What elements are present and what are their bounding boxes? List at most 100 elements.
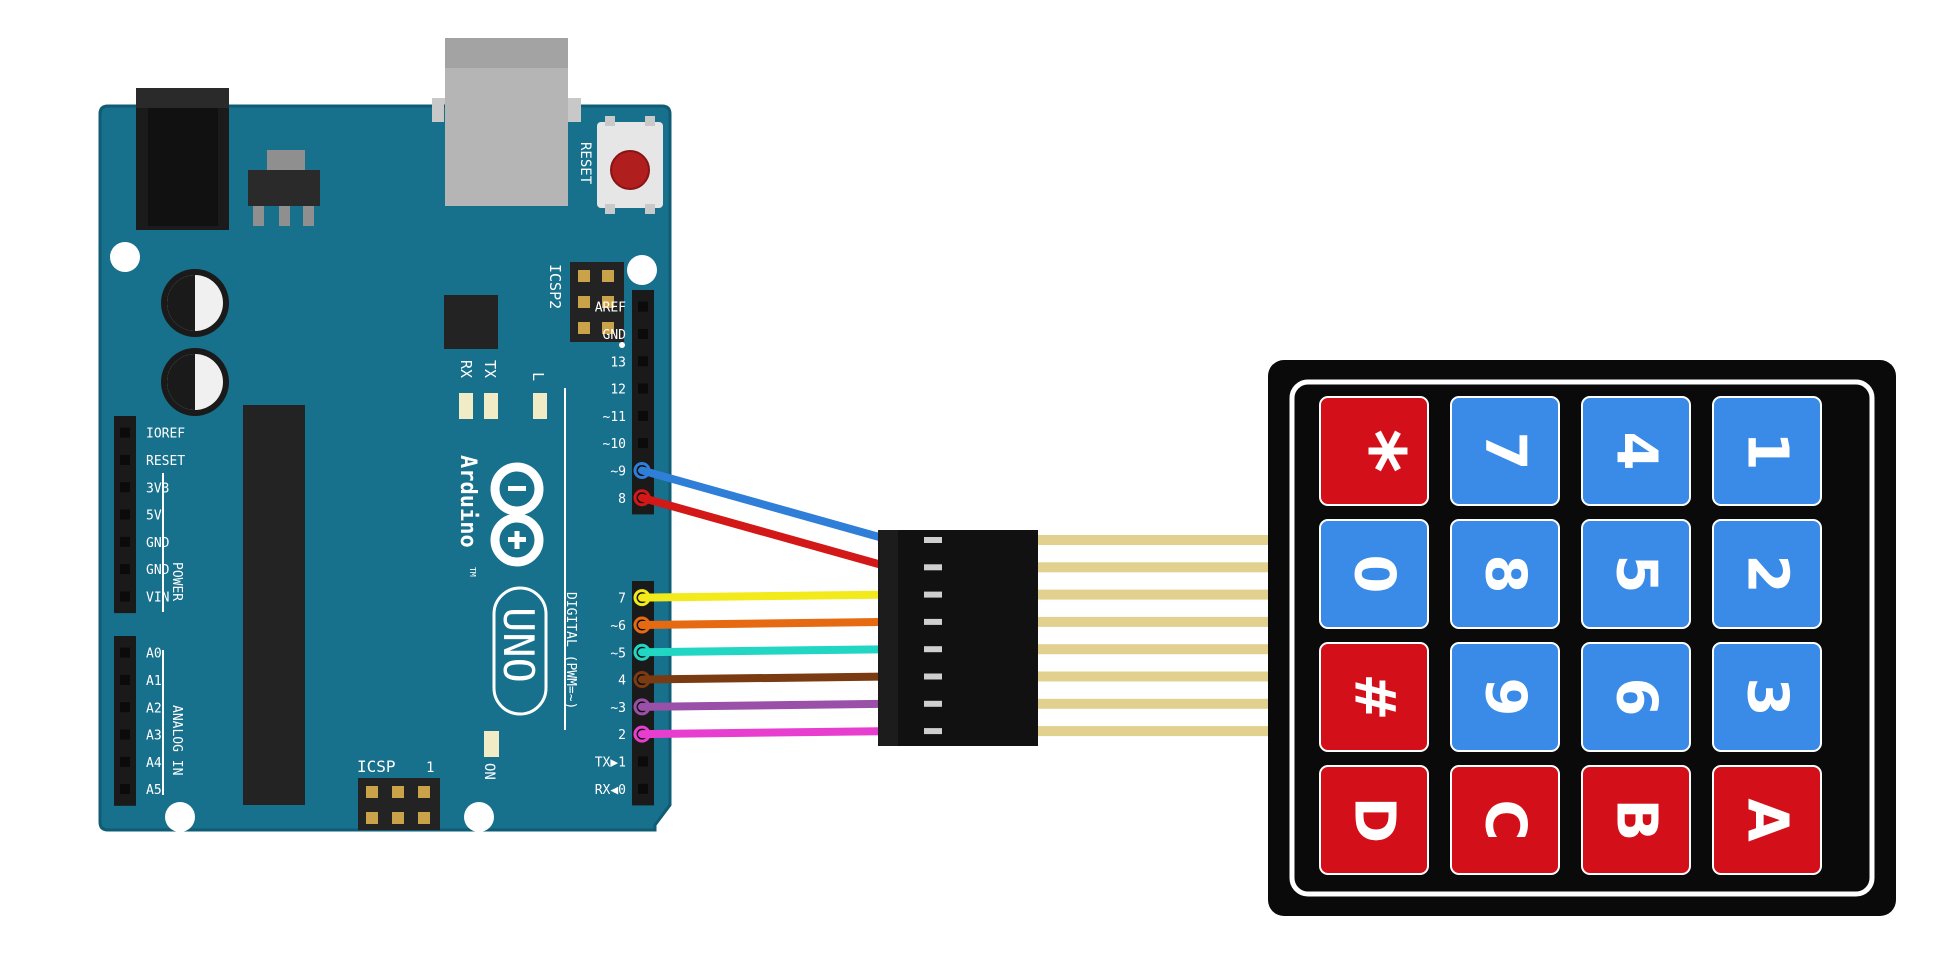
keypad-key[interactable]: 3: [1712, 642, 1822, 752]
pin-label: A0: [146, 647, 162, 662]
pin-label: A4: [146, 756, 162, 771]
keypad-key[interactable]: 9: [1450, 642, 1560, 752]
keypad-key-label: 8: [1473, 555, 1538, 594]
arduino-logo: [490, 462, 544, 567]
jumper-wire: [638, 466, 894, 544]
header-pin: [120, 536, 130, 547]
keypad-key-label: 2: [1735, 555, 1800, 594]
l-label: L: [529, 372, 547, 381]
keypad-key-label: *: [1325, 429, 1423, 473]
l-led: [533, 393, 547, 419]
pin-label: GND: [146, 563, 170, 578]
keypad-key[interactable]: 5: [1581, 519, 1691, 629]
header-pin: [120, 647, 130, 658]
keypad-key-label: C: [1473, 799, 1538, 840]
voltage-regulator: [267, 150, 305, 172]
pin-label: A5: [146, 783, 162, 798]
keypad-key[interactable]: 1: [1712, 396, 1822, 506]
pin-label: 4: [618, 674, 626, 689]
uno-badge: [492, 586, 548, 716]
keypad-key[interactable]: 0: [1319, 519, 1429, 629]
header-pin: [120, 784, 130, 795]
keypad-key-label: 7: [1473, 432, 1538, 471]
pin-label: 5V: [146, 509, 162, 524]
pin-label: ~11: [603, 410, 626, 425]
keypad-key-label: 4: [1604, 432, 1669, 471]
icsp2-label: ICSP2: [546, 264, 564, 309]
keypad-key-label: #: [1342, 674, 1407, 721]
arduino-uno-board: RESET IC: [98, 38, 672, 832]
pin-label: RESET: [146, 454, 185, 469]
keypad-ribbon-cable: [1038, 535, 1274, 737]
jumper-wire: [638, 493, 894, 572]
usb-chip: [444, 295, 498, 349]
power-label: POWER: [169, 562, 184, 601]
keypad-key[interactable]: 4: [1581, 396, 1691, 506]
header-pin: [120, 564, 130, 575]
atmega-chip: [243, 405, 305, 805]
jumper-wire: [638, 590, 894, 602]
mounting-hole: [627, 255, 657, 285]
pin-label: TX▶1: [595, 755, 626, 770]
keypad-key[interactable]: A: [1712, 765, 1822, 875]
header-pin: [120, 591, 130, 602]
keypad-key-label: 1: [1735, 432, 1800, 471]
keypad-key[interactable]: *: [1319, 396, 1429, 506]
pin-label: VIN: [146, 590, 169, 605]
keypad-key[interactable]: 7: [1450, 396, 1560, 506]
capacitor: [161, 348, 229, 416]
rx-label: RX: [457, 360, 475, 378]
header-pin: [120, 482, 130, 493]
icsp-pin1-label: 1: [426, 760, 434, 776]
keypad-key[interactable]: C: [1450, 765, 1560, 875]
header-pin: [638, 328, 648, 339]
brand-label: Arduino: [455, 455, 480, 548]
keypad-key-label: 3: [1735, 678, 1800, 717]
capacitor: [161, 269, 229, 337]
header-pin: [120, 427, 130, 438]
pin-label: ~3: [610, 701, 626, 716]
icsp-header: [358, 778, 440, 830]
pin-label: AREF: [595, 301, 626, 316]
pin-label: GND: [146, 536, 170, 551]
board-pcb: [98, 104, 672, 832]
header-pin: [638, 410, 648, 421]
keypad-key[interactable]: #: [1319, 642, 1429, 752]
keypad-key[interactable]: 6: [1581, 642, 1691, 752]
pin-label: 13: [610, 355, 626, 370]
pin-label: RX◀0: [595, 783, 626, 798]
jumper-wire: [638, 645, 894, 657]
pin-label: A3: [146, 729, 162, 744]
trademark-label: TM: [468, 567, 477, 577]
rx-led: [459, 393, 473, 419]
keypad-key[interactable]: D: [1319, 765, 1429, 875]
uno-label: UNO: [494, 607, 543, 683]
pin-label: 3V3: [146, 481, 169, 496]
keypad-key[interactable]: 2: [1712, 519, 1822, 629]
pin-label: 8: [618, 492, 626, 507]
mounting-hole: [165, 802, 195, 832]
keypad-key-label: D: [1342, 797, 1407, 843]
pin-label: 2: [618, 728, 626, 743]
pin-label: 7: [618, 592, 626, 607]
mounting-hole: [110, 242, 140, 272]
header-pin: [120, 674, 130, 685]
header-pin: [638, 438, 648, 449]
pin-label: ~10: [603, 437, 626, 452]
header-pin: [120, 454, 130, 465]
on-led: [484, 731, 499, 757]
on-label: ON: [481, 763, 497, 780]
jumper-wire: [638, 699, 894, 711]
keypad-key[interactable]: B: [1581, 765, 1691, 875]
keypad-key[interactable]: 8: [1450, 519, 1560, 629]
keypad-key-label: 5: [1604, 555, 1669, 594]
pin-label: ~6: [610, 619, 626, 634]
pin-label: ~9: [610, 464, 626, 479]
header-pin: [638, 356, 648, 367]
pin-label: 12: [610, 383, 626, 398]
